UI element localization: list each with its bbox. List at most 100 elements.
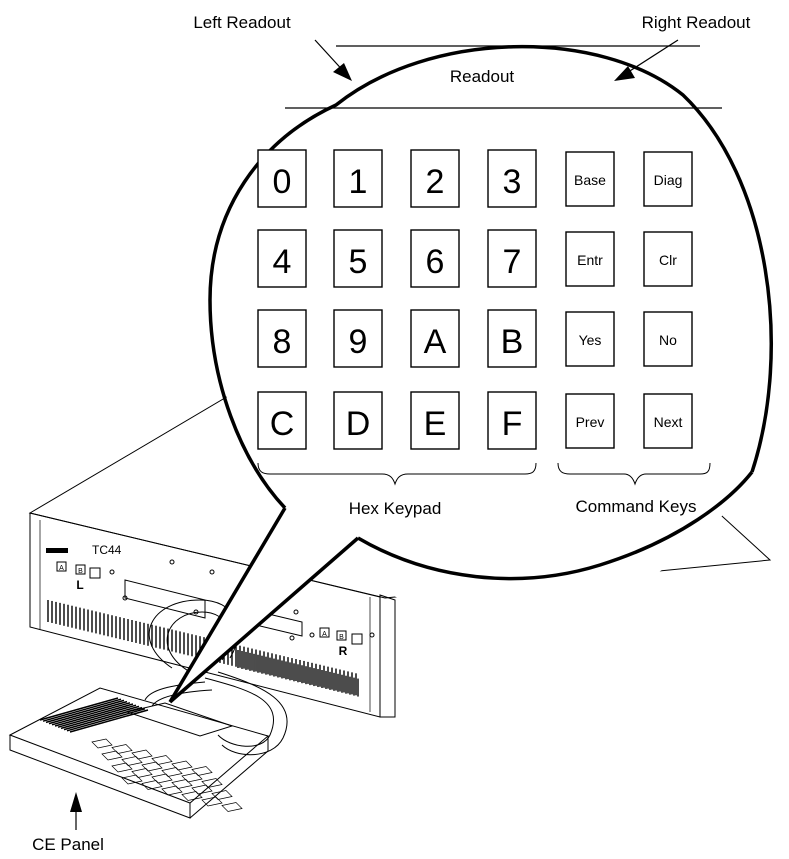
left-readout-label: Left Readout [193, 13, 291, 32]
hex-key-label: 7 [503, 243, 522, 281]
command-key-entr[interactable]: Entr [565, 231, 615, 287]
key-face [333, 391, 383, 450]
ce-panel-key [131, 768, 153, 778]
key-face [643, 151, 693, 207]
ce-panel-grille [39, 697, 149, 733]
ce-panel-key [201, 796, 223, 807]
key-face [565, 393, 615, 449]
right-button-c [351, 633, 363, 645]
grille-slot [66, 708, 146, 732]
left-side-label: L [76, 578, 83, 592]
command-key-label: Next [654, 414, 683, 430]
command-key-label: Diag [654, 172, 683, 188]
command-key-diag[interactable]: Diag [643, 151, 693, 207]
ce-panel-keys [91, 738, 243, 812]
command-key-base[interactable]: Base [565, 151, 615, 207]
right-side-label: R [339, 644, 348, 658]
left-button-c [89, 567, 101, 579]
hex-key-label: 8 [273, 323, 292, 361]
ce-panel-key [131, 749, 153, 760]
hex-key-label: D [346, 405, 371, 443]
key-face [410, 309, 460, 368]
ce-panel-arrowhead-icon [70, 792, 82, 812]
left-button-b [75, 564, 86, 575]
key-face [643, 393, 693, 449]
hex-key-4[interactable]: 4 [257, 229, 307, 288]
key-face [410, 149, 460, 208]
hex-key-8[interactable]: 8 [257, 309, 307, 368]
readout-label: Readout [450, 67, 515, 86]
hex-key-9[interactable]: 9 [333, 309, 383, 368]
command-key-next[interactable]: Next [643, 393, 693, 449]
right-button-a [319, 627, 330, 638]
grille-slot [39, 697, 119, 721]
hex-key-c[interactable]: C [257, 391, 307, 450]
command-keys-brace [557, 462, 711, 486]
hex-key-label: 6 [426, 243, 445, 281]
ce-panel-key [111, 762, 133, 773]
grille-slot [48, 700, 128, 725]
key-face [565, 231, 615, 287]
ce-panel-key [171, 779, 193, 789]
magnifier-callout [168, 45, 773, 704]
key-face [257, 149, 307, 208]
hex-key-label: 4 [273, 243, 292, 281]
hex-key-label: F [502, 405, 523, 443]
key-face [487, 391, 537, 450]
ce-panel-key [161, 767, 183, 777]
hex-key-label: 1 [349, 163, 368, 201]
logo-icon [46, 548, 68, 553]
grille-slot [51, 702, 131, 726]
hex-key-label: 0 [273, 163, 292, 201]
hex-key-label: E [424, 405, 447, 443]
grille-slot [45, 699, 125, 724]
command-key-prev[interactable]: Prev [565, 393, 615, 449]
hex-keypad-label: Hex Keypad [349, 499, 442, 518]
command-key-label: Base [574, 172, 606, 188]
right-button-b [336, 630, 347, 641]
hex-key-3[interactable]: 3 [487, 149, 537, 208]
ce-panel-key [171, 760, 193, 771]
ce-panel-label: CE Panel [32, 835, 104, 854]
hex-key-7[interactable]: 7 [487, 229, 537, 288]
left-readout-arrowhead-icon [333, 63, 352, 81]
hex-key-f[interactable]: F [487, 391, 537, 450]
ce-panel-key [161, 785, 183, 796]
ce-panel-key [181, 791, 203, 801]
ce-panel-key [141, 761, 163, 772]
command-key-label: Prev [576, 414, 605, 430]
ce-panel-key [121, 756, 143, 766]
hex-key-b[interactable]: B [487, 309, 537, 368]
hex-key-5[interactable]: 5 [333, 229, 383, 288]
key-face [565, 151, 615, 207]
ce-panel-display [125, 702, 234, 737]
left-button-a [56, 561, 67, 572]
ce-panel-key [191, 766, 213, 776]
ce-panel-key [181, 772, 203, 783]
hex-key-e[interactable]: E [410, 391, 460, 450]
command-key-clr[interactable]: Clr [643, 231, 693, 287]
svg-text:A: A [59, 565, 64, 572]
command-key-no[interactable]: No [643, 311, 693, 367]
key-face [410, 229, 460, 288]
grille-slot [57, 704, 137, 728]
hex-key-1[interactable]: 1 [333, 149, 383, 208]
grille-slot [69, 709, 149, 733]
command-key-yes[interactable]: Yes [565, 311, 615, 367]
unit-model: TC44 [92, 543, 122, 557]
key-face [487, 149, 537, 208]
hex-key-d[interactable]: D [333, 391, 383, 450]
command-key-label: Yes [579, 332, 602, 348]
ce-panel-key [141, 780, 163, 790]
key-face [487, 229, 537, 288]
hex-key-6[interactable]: 6 [410, 229, 460, 288]
key-face [565, 311, 615, 367]
hex-key-2[interactable]: 2 [410, 149, 460, 208]
hex-key-0[interactable]: 0 [257, 149, 307, 208]
hex-key-a[interactable]: A [410, 309, 460, 368]
magnifier-circle [208, 45, 773, 510]
ce-panel-key [211, 790, 233, 800]
command-key-label: No [659, 332, 677, 348]
